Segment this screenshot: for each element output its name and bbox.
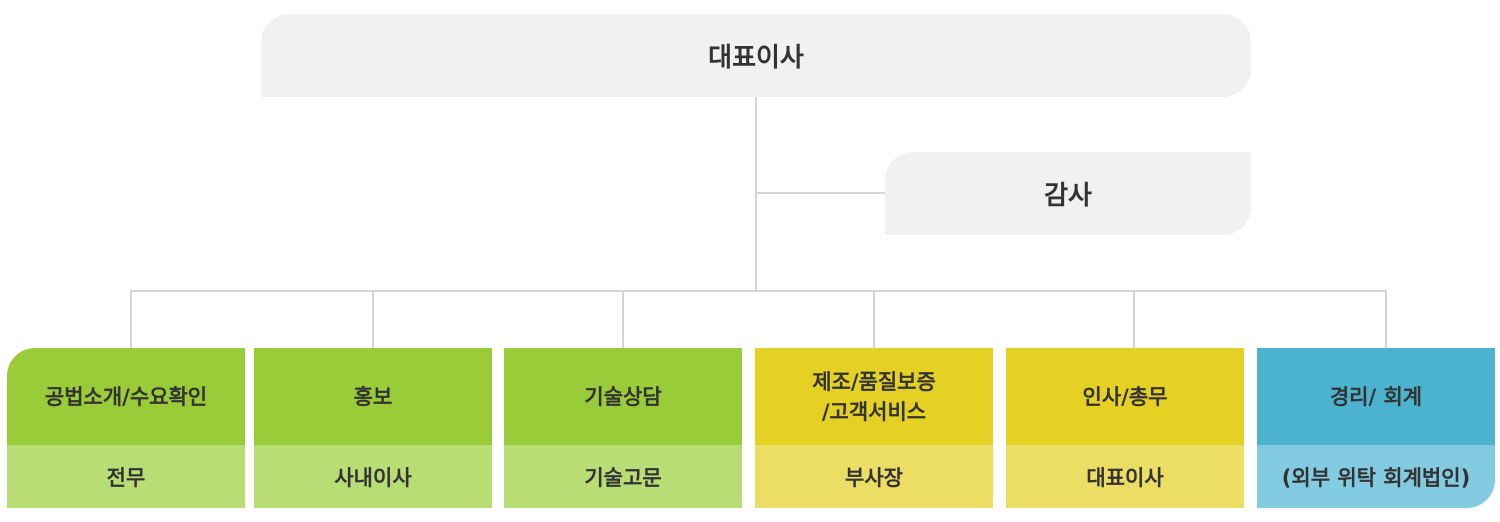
- connector-audit-branch: [756, 192, 885, 194]
- connector-departments-horizontal: [130, 290, 1387, 292]
- department-name: 공법소개/수요확인: [7, 348, 245, 445]
- department-role: 대표이사: [1006, 445, 1244, 508]
- department-role: 부사장: [755, 445, 993, 508]
- audit-box: 감사: [885, 152, 1251, 235]
- department-name: 제조/품질보증 /고객서비스: [755, 348, 993, 445]
- department-name: 인사/총무: [1006, 348, 1244, 445]
- connector-dept-6: [1385, 290, 1387, 348]
- audit-label: 감사: [1044, 181, 1092, 211]
- department-name: 기술상담: [504, 348, 742, 445]
- department-column-1: 공법소개/수요확인 전무: [7, 348, 245, 508]
- connector-dept-1: [130, 290, 132, 348]
- connector-dept-2: [372, 290, 374, 348]
- department-role: (외부 위탁 회계법인): [1257, 445, 1495, 508]
- department-column-3: 기술상담 기술고문: [504, 348, 742, 508]
- ceo-label: 대표이사: [708, 43, 804, 73]
- connector-dept-4: [873, 290, 875, 348]
- department-name: 홍보: [254, 348, 492, 445]
- department-name: 경리/ 회계: [1257, 348, 1495, 445]
- department-column-6: 경리/ 회계 (외부 위탁 회계법인): [1257, 348, 1495, 508]
- ceo-box: 대표이사: [261, 14, 1251, 97]
- department-role: 전무: [7, 445, 245, 508]
- department-column-4: 제조/품질보증 /고객서비스 부사장: [755, 348, 993, 508]
- department-role: 사내이사: [254, 445, 492, 508]
- connector-dept-3: [622, 290, 624, 348]
- department-column-5: 인사/총무 대표이사: [1006, 348, 1244, 508]
- connector-dept-5: [1133, 290, 1135, 348]
- department-column-2: 홍보 사내이사: [254, 348, 492, 508]
- connector-ceo-vertical: [755, 97, 757, 291]
- department-role: 기술고문: [504, 445, 742, 508]
